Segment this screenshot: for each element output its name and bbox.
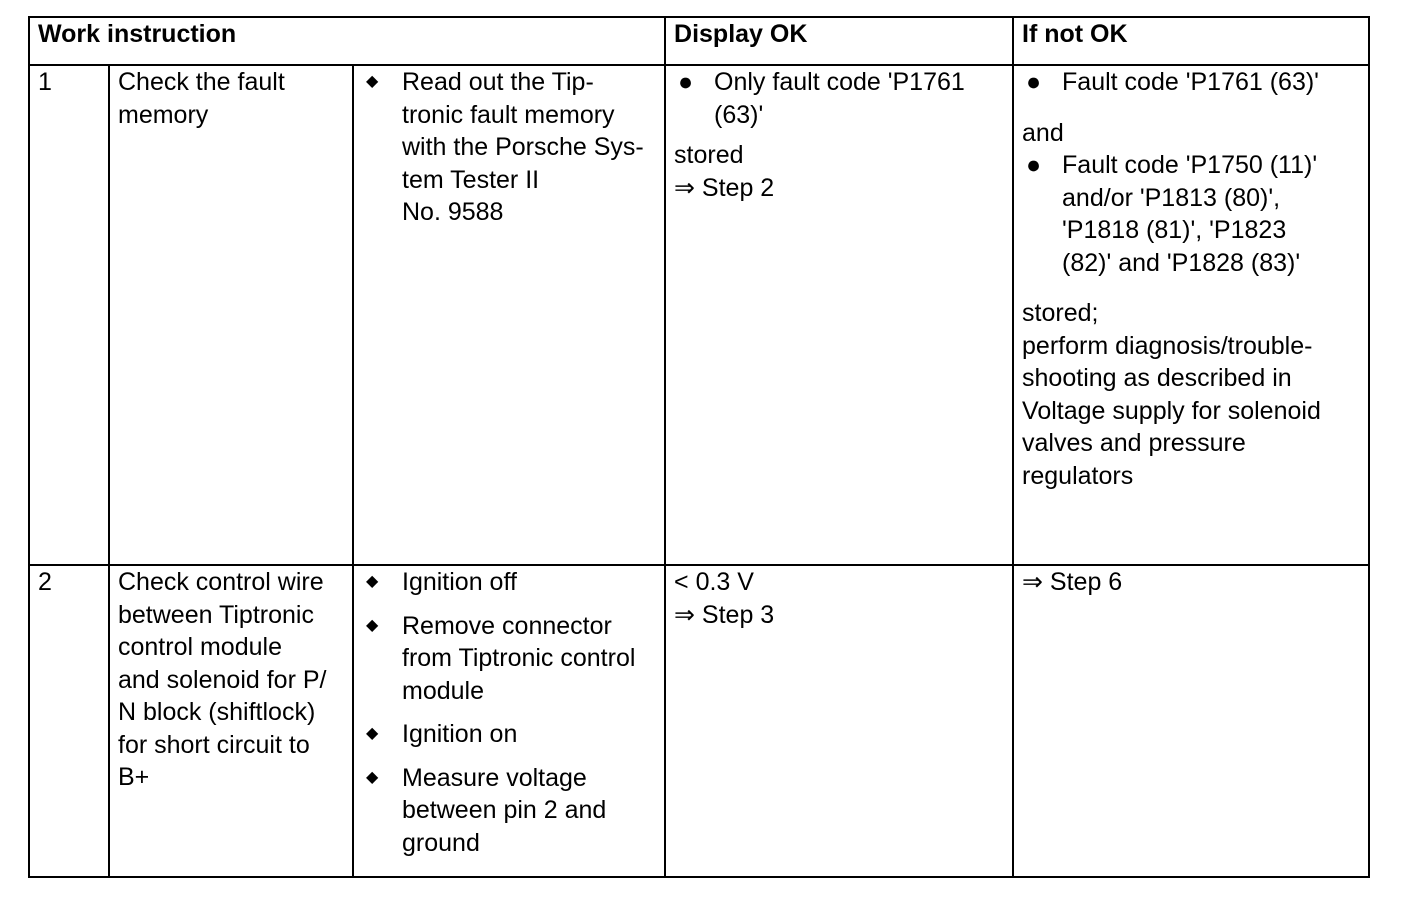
- list-item: ● Only fault code 'P1761 (63)': [674, 66, 1004, 131]
- and-text: and: [1022, 118, 1064, 147]
- result-text: Fault code 'P1750 (11)' and/or 'P1813 (8…: [1062, 151, 1318, 277]
- step-number: 2: [28, 564, 110, 878]
- if-not-ok-cell: ● Fault code 'P1761 (63)' and ● Fault co…: [1012, 64, 1371, 566]
- action-text: perform diagnosis/trouble- shooting as d…: [1022, 331, 1321, 490]
- dot-bullet-icon: ●: [678, 68, 694, 96]
- list-item: ◆ Ignition on: [362, 718, 656, 751]
- stored-text: stored: [674, 141, 744, 169]
- result-list: ● Fault code 'P1750 (11)' and/or 'P1813 …: [1022, 149, 1360, 279]
- dot-bullet-icon: ●: [1026, 68, 1042, 96]
- result-list: ● Fault code 'P1761 (63)': [1022, 66, 1360, 99]
- list-item: ◆ Ignition off: [362, 566, 656, 599]
- measured-value: < 0.3 V: [674, 568, 754, 596]
- table-row: 1 Check the fault memory ◆ Read out the …: [28, 64, 1371, 566]
- diamond-bullet-icon: ◆: [366, 616, 379, 634]
- diamond-bullet-icon: ◆: [366, 725, 379, 742]
- stored-text: stored;: [1022, 299, 1099, 327]
- header-if-not-ok: If not OK: [1012, 16, 1371, 66]
- step-text: Ignition on: [402, 720, 518, 748]
- next-step-text: ⇒ Step 6: [1022, 568, 1123, 596]
- result-text: Fault code 'P1761 (63)': [1062, 68, 1319, 96]
- steps-cell: ◆ Ignition off ◆ Remove connector from T…: [351, 564, 667, 878]
- dot-bullet-icon: ●: [1026, 151, 1042, 179]
- next-step-text: ⇒ Step 2: [674, 173, 775, 202]
- diamond-bullet-icon: ◆: [366, 573, 379, 590]
- steps-list: ◆ Read out the Tip- tronic fault memory …: [362, 66, 656, 229]
- work-instruction-table: Work instruction Display OK If not OK 1 …: [27, 16, 1371, 878]
- step-text: Measure voltage between pin 2 and ground: [402, 763, 607, 857]
- list-item: ◆ Remove connector from Tiptronic contro…: [362, 610, 656, 708]
- header-work-instruction: Work instruction: [27, 16, 667, 66]
- list-item: ◆ Measure voltage between pin 2 and grou…: [362, 762, 656, 860]
- diamond-bullet-icon: ◆: [366, 768, 379, 786]
- header-display-ok: Display OK: [664, 16, 1015, 66]
- next-step-text: ⇒ Step 3: [674, 600, 775, 629]
- display-ok-cell: < 0.3 V ⇒ Step 3: [664, 564, 1015, 878]
- list-item: ◆ Read out the Tip- tronic fault memory …: [362, 66, 656, 229]
- result-list: ● Only fault code 'P1761 (63)': [674, 66, 1004, 131]
- step-number: 1: [28, 64, 110, 566]
- table-row: 2 Check control wire between Tiptronic c…: [28, 564, 1371, 878]
- list-item: ● Fault code 'P1750 (11)' and/or 'P1813 …: [1022, 149, 1360, 279]
- display-ok-cell: ● Only fault code 'P1761 (63)' stored ⇒ …: [664, 64, 1015, 566]
- list-item: ● Fault code 'P1761 (63)': [1022, 66, 1360, 99]
- step-text: Read out the Tip- tronic fault memory wi…: [402, 68, 644, 226]
- table-header-row: Work instruction Display OK If not OK: [27, 16, 1371, 66]
- diamond-bullet-icon: ◆: [366, 73, 379, 90]
- steps-list: ◆ Ignition off ◆ Remove connector from T…: [362, 566, 656, 859]
- if-not-ok-cell: ⇒ Step 6: [1012, 564, 1371, 878]
- step-text: Remove connector from Tiptronic control …: [402, 611, 636, 705]
- task-description: Check control wire between Tiptronic con…: [108, 564, 354, 878]
- steps-cell: ◆ Read out the Tip- tronic fault memory …: [351, 64, 667, 566]
- step-text: Ignition off: [402, 568, 517, 596]
- result-text: Only fault code 'P1761 (63)': [714, 68, 965, 129]
- task-description: Check the fault memory: [108, 64, 354, 566]
